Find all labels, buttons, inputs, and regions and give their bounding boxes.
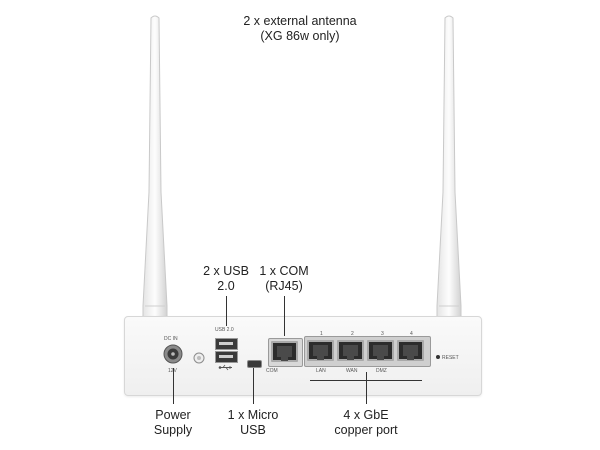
com-callout: 1 x COM (RJ45): [254, 264, 314, 294]
gbe-label-line2: copper port: [334, 423, 398, 437]
power-indicator-icon: [193, 352, 205, 364]
lan-marking: LAN: [316, 368, 326, 374]
dc-in-marking: DC IN: [164, 336, 178, 342]
usb-marking: USB 2.0: [215, 327, 234, 333]
dmz-marking: DMZ: [376, 368, 387, 374]
micro-usb-callout: 1 x Micro USB: [213, 408, 293, 438]
power-label-line2: Supply: [153, 423, 193, 437]
com-rj45-port[interactable]: [271, 341, 298, 362]
micro-usb-label-line2: USB: [240, 423, 266, 437]
micro-usb-port[interactable]: [247, 360, 262, 368]
com-label-line1: 1 x COM: [259, 264, 309, 278]
gbe-callout: 4 x GbE copper port: [316, 408, 416, 438]
com-leader-line: [284, 296, 285, 336]
com-marking: COM: [266, 368, 278, 374]
power-callout: Power Supply: [133, 408, 213, 438]
port-number-3: 3: [381, 331, 384, 337]
usb-port-lower[interactable]: [215, 351, 238, 363]
wan-marking: WAN: [346, 368, 358, 374]
lan-port-2[interactable]: [337, 340, 364, 361]
lan-port-1[interactable]: [307, 340, 334, 361]
usb-symbol-icon: [218, 364, 232, 371]
port-number-1: 1: [320, 331, 323, 337]
antenna-label-line1: 2 x external antenna: [243, 14, 357, 28]
reset-button[interactable]: [436, 355, 440, 359]
dc-power-jack-icon: [163, 344, 183, 364]
usb-leader-line: [226, 296, 227, 326]
lan-port-3[interactable]: [367, 340, 394, 361]
reset-marking: RESET: [442, 355, 459, 361]
lan-port-4[interactable]: [397, 340, 424, 361]
usb-callout: 2 x USB 2.0: [196, 264, 256, 294]
gbe-bracket-line: [310, 380, 422, 381]
usb-label-line2: 2.0: [217, 279, 235, 293]
power-label-line1: Power: [155, 408, 191, 422]
usb-label-line1: 2 x USB: [203, 264, 249, 278]
left-antenna-icon: [142, 15, 168, 341]
micro-usb-leader-line: [253, 368, 254, 404]
com-label-line2: (RJ45): [265, 279, 303, 293]
antenna-callout: 2 x external antenna (XG 86w only): [200, 14, 400, 44]
port-number-2: 2: [351, 331, 354, 337]
gbe-label-line1: 4 x GbE: [343, 408, 389, 422]
antenna-label-line2: (XG 86w only): [260, 29, 340, 43]
gbe-leader-line: [366, 372, 367, 404]
usb-port-upper[interactable]: [215, 338, 238, 350]
port-number-4: 4: [410, 331, 413, 337]
micro-usb-label-line1: 1 x Micro: [227, 408, 279, 422]
voltage-marking: 12V: [168, 368, 177, 374]
right-antenna-icon: [436, 15, 462, 341]
power-leader-line: [173, 368, 174, 404]
